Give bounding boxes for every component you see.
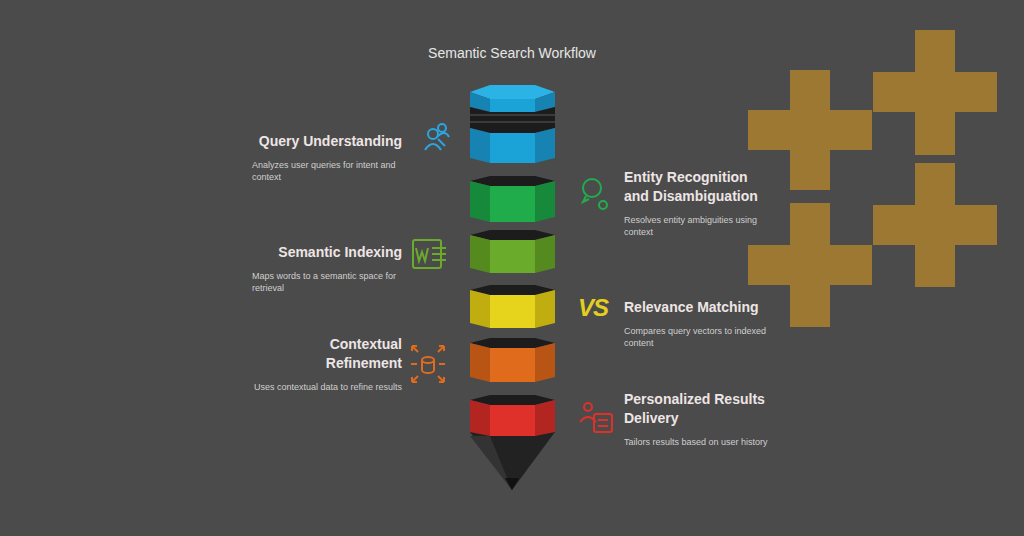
document-icon [413, 240, 446, 268]
green-segment [470, 176, 555, 222]
step-heading: Relevance Matching [624, 298, 794, 317]
user-list-icon [580, 403, 612, 432]
workflow-step: Personalized Results DeliveryTailors res… [624, 390, 804, 448]
chat-search-icon [583, 179, 607, 209]
step-heading: Entity Recognition and Disambiguation [624, 168, 774, 206]
users-icon [425, 124, 449, 150]
olive-segment [470, 230, 555, 273]
step-heading: Personalized Results Delivery [624, 390, 789, 428]
workflow-step: Relevance MatchingCompares query vectors… [624, 298, 794, 349]
database-arrows-icon [411, 346, 445, 382]
step-description: Analyzes user queries for intent and con… [252, 159, 402, 183]
step-heading: Query Understanding [232, 132, 402, 151]
versus-icon: VS [578, 294, 608, 322]
yellow-segment [470, 285, 555, 328]
step-description: Tailors results based on user history [624, 436, 804, 448]
red-segment [470, 395, 555, 436]
step-description: Maps words to a semantic space for retri… [252, 270, 402, 294]
step-heading: Semantic Indexing [232, 243, 402, 262]
workflow-step: Semantic IndexingMaps words to a semanti… [232, 243, 402, 294]
step-description: Resolves entity ambiguities using contex… [624, 214, 774, 238]
diagram-title: Semantic Search Workflow [312, 45, 712, 61]
step-description: Compares query vectors to indexed conten… [624, 325, 774, 349]
workflow-step: Entity Recognition and DisambiguationRes… [624, 168, 794, 238]
step-heading: Contextual Refinement [284, 335, 402, 373]
blue-cap-segment [470, 85, 555, 163]
plus-decoration [748, 30, 997, 327]
workflow-step: Contextual RefinementUses contextual dat… [232, 335, 402, 393]
workflow-step: Query UnderstandingAnalyzes user queries… [232, 132, 402, 183]
step-description: Uses contextual data to refine results [227, 381, 402, 393]
pencil-tip [470, 432, 555, 490]
orange-segment [470, 338, 555, 382]
